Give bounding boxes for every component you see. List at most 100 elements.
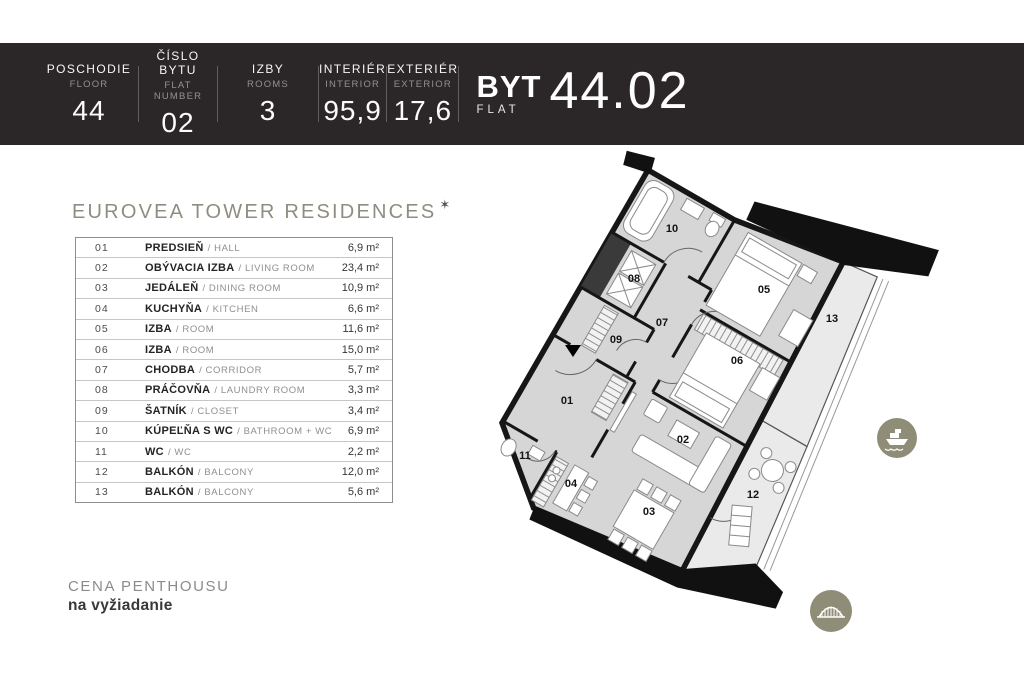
room-area: 5,6 m² — [347, 486, 379, 499]
wall-wedge-top-right — [746, 201, 939, 277]
stat-sublabel: EXTERIOR — [393, 78, 452, 90]
header-stat: EXTERIÉR EXTERIOR 17,6 — [387, 62, 458, 127]
room-name-sk: CHODBA — [145, 364, 196, 377]
room-name-en: / CLOSET — [190, 405, 240, 417]
room-area: 3,4 m² — [347, 404, 379, 417]
room-name-en: / LAUNDRY ROOM — [214, 385, 306, 397]
bathtub-icon — [622, 179, 675, 242]
balcony-furniture — [728, 447, 797, 548]
divider — [138, 66, 139, 122]
room-label: 05 — [758, 284, 770, 296]
floor-plan: 01 02 03 04 05 06 07 08 09 10 11 12 13 — [498, 150, 939, 632]
stat-sublabel: FLAT NUMBER — [153, 80, 203, 102]
room-name-en: / ROOM — [175, 324, 215, 336]
room-area: 5,7 m² — [347, 364, 379, 377]
hall-cabinet — [590, 373, 629, 422]
room-name: ŠATNÍK/ CLOSET — [145, 405, 348, 417]
divider — [458, 66, 460, 122]
room-area: 6,6 m² — [347, 302, 379, 315]
facade-glass-lines — [763, 278, 890, 571]
room-number: 01 — [95, 241, 109, 254]
room-name-en: / HALL — [207, 242, 241, 254]
room-name: BALKÓN/ BALCONY — [145, 486, 348, 498]
room-label: 06 — [731, 355, 743, 367]
star-icon: ✶ — [439, 197, 453, 212]
header-stats: POSCHODIE FLOOR 44 ČÍSLO BYTU FLAT NUMBE… — [40, 49, 460, 139]
table-row: 01 PREDSIEŇ/ HALL 6,9 m² — [76, 238, 392, 259]
flat-label-wrap: BYT FLAT — [476, 71, 541, 117]
kitchen-icons — [530, 455, 599, 517]
divider — [217, 66, 218, 122]
stat-value: 17,6 — [393, 94, 453, 126]
table-row: 08 PRÁČOVŇA/ LAUNDRY ROOM 3,3 m² — [76, 381, 392, 402]
header-band: POSCHODIE FLOOR 44 ČÍSLO BYTU FLAT NUMBE… — [0, 43, 1024, 145]
room-name-sk: IZBA — [145, 343, 172, 356]
room-name-en: / BALCONY — [197, 487, 254, 499]
flat-number: 44.02 — [549, 62, 690, 120]
room-area: 23,4 m² — [341, 262, 379, 275]
stat-sublabel: INTERIOR — [325, 78, 381, 90]
flat-id-block: BYT FLAT 44.02 — [476, 62, 689, 121]
divider — [318, 66, 319, 122]
table-row: 13 BALKÓN/ BALCONY 5,6 m² — [76, 483, 392, 502]
room-name: BALKÓN/ BALCONY — [145, 466, 342, 478]
stat-label: POSCHODIE — [46, 61, 132, 76]
price-label: CENA PENTHOUSU — [68, 578, 230, 595]
room-name: OBÝVACIA IZBA/ LIVING ROOM — [145, 262, 342, 274]
room-number: 06 — [95, 343, 109, 356]
room-name: PRÁČOVŇA/ LAUNDRY ROOM — [145, 384, 348, 396]
room-number: 11 — [95, 445, 108, 458]
room-number: 09 — [95, 404, 109, 417]
bed-06 — [668, 332, 781, 429]
room-name-sk: PREDSIEŇ — [145, 241, 204, 254]
room-area: 6,9 m² — [347, 425, 379, 438]
header-stat: ČÍSLO BYTU FLAT NUMBER 02 — [139, 49, 217, 139]
room-number: 02 — [95, 262, 109, 275]
table-row: 11 WC/ WC 2,2 m² — [76, 442, 392, 463]
divider — [386, 66, 388, 122]
table-row: 03 JEDÁLEŇ/ DINING ROOM 10,9 m² — [76, 279, 392, 300]
room-number: 05 — [95, 323, 109, 336]
room-name: IZBA/ ROOM — [145, 323, 343, 335]
table-row: 04 KUCHYŇA/ KITCHEN 6,6 m² — [76, 299, 392, 320]
room-number: 04 — [95, 302, 109, 315]
ship-icon — [884, 429, 908, 451]
room-label: 13 — [826, 313, 838, 325]
stat-label: ČÍSLO BYTU — [156, 49, 200, 77]
room-number: 03 — [95, 282, 109, 295]
sofa-icons — [609, 391, 732, 493]
apartment-group — [498, 150, 939, 609]
room-name: PREDSIEŇ/ HALL — [145, 242, 348, 254]
room-name-sk: OBÝVACIA IZBA — [145, 262, 235, 275]
header-stat: IZBY ROOMS 3 — [218, 62, 318, 127]
table-row: 02 OBÝVACIA IZBA/ LIVING ROOM 23,4 m² — [76, 258, 392, 279]
table-row: 07 CHODBA/ CORRIDOR 5,7 m² — [76, 360, 392, 381]
room-name: KÚPEĽŇA S WC/ BATHROOM + WC — [145, 425, 348, 437]
flat-sublabel: FLAT — [476, 104, 520, 117]
room-name-en: / BALCONY — [197, 466, 254, 478]
room-name-en: / ROOM — [175, 344, 215, 356]
room-label: 01 — [561, 395, 573, 407]
room-area: 12,0 m² — [341, 465, 379, 478]
room-name-sk: KÚPEĽŇA S WC — [145, 425, 234, 438]
room-area: 6,9 m² — [347, 241, 379, 254]
header-stat: INTERIÉR INTERIOR 95,9 — [319, 62, 386, 127]
project-title-text: EUROVEA TOWER RESIDENCES — [72, 201, 437, 223]
stat-label: IZBY — [251, 61, 285, 76]
room-table: 01 PREDSIEŇ/ HALL 6,9 m² 02 OBÝVACIA IZB… — [75, 237, 393, 504]
room-number: 13 — [95, 486, 109, 499]
dining-table-icon — [607, 478, 682, 563]
shaft — [580, 232, 632, 298]
room-number: 07 — [95, 364, 109, 377]
bridge-icon — [817, 606, 845, 618]
room-label: 09 — [610, 334, 622, 346]
room-name-sk: KUCHYŇA — [145, 302, 203, 315]
stat-label: EXTERIÉR — [387, 61, 459, 76]
room-name-sk: ŠATNÍK — [145, 404, 187, 417]
bed-05 — [705, 231, 819, 348]
room-name-en: / WC — [167, 446, 192, 458]
closet-shelves — [580, 304, 620, 354]
bridge-badge — [810, 590, 852, 632]
room-name: IZBA/ ROOM — [145, 344, 342, 356]
room-name-en: / DINING ROOM — [202, 283, 281, 295]
